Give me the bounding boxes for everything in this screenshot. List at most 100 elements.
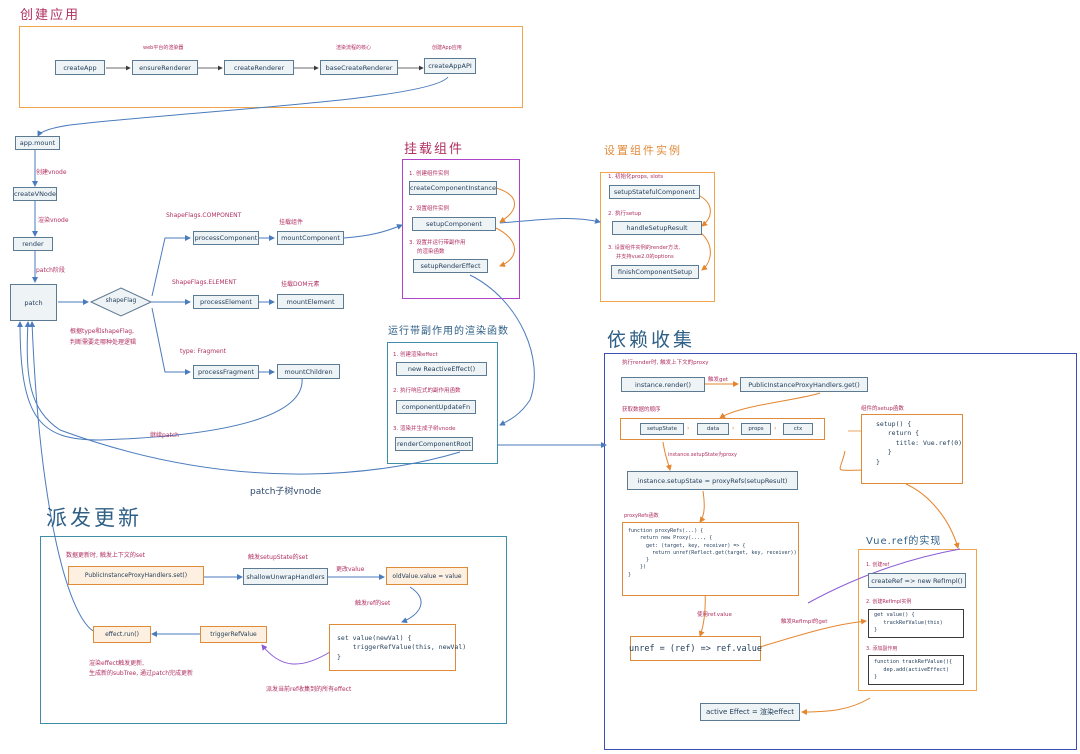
- label-subtree-patch: patch子树vnode: [250, 487, 322, 497]
- collect-deps-title: 依赖收集: [607, 329, 696, 351]
- node-app-mount: app.mount: [15, 136, 60, 150]
- ref-step-3: 3. 添加副作用: [866, 646, 898, 652]
- label-trigger-set: 触发setupState的set: [248, 554, 308, 561]
- dispatch-update-frame: [40, 536, 507, 724]
- dispatch-update-title: 派发更新: [46, 506, 142, 530]
- set-value-code: set value(newVal) { triggerRefValue(this…: [337, 634, 467, 661]
- decision-shapeflag: shapeFlag: [90, 287, 152, 317]
- label-patch-stage: patch阶段: [36, 267, 65, 274]
- node-finish-component-setup: finishComponentSetup: [611, 265, 699, 279]
- proxy-refs-code: function proxyRefs(...) { return new Pro…: [628, 528, 797, 578]
- node-component-update-fn: componentUpdateFn: [396, 400, 476, 414]
- note-web-renderer: web平台的渲染器: [143, 45, 184, 51]
- node-mount-children: mountChildren: [277, 364, 340, 379]
- setup-instance-frame: [600, 172, 715, 302]
- node-create-component-instance: createComponentInstance: [409, 181, 497, 195]
- label-trigger-get: 触发get: [708, 377, 729, 383]
- node-setup-stateful-component: setupStatefulComponent: [609, 185, 700, 199]
- node-effect-run: effect.run(): [93, 626, 151, 643]
- mount-step-1: 1. 创建组件实例: [409, 171, 449, 177]
- label-proxy-refs: proxyRefs函数: [624, 513, 659, 519]
- node-proxy-set: PublicInstanceProxyHandlers.set(): [68, 566, 204, 585]
- node-base-create-renderer: baseCreateRenderer: [320, 60, 398, 75]
- note-create-app: 创建App应用: [432, 45, 462, 51]
- branch-note-component: 挂载组件: [279, 219, 304, 226]
- branch-cond-component: ShapeFlags.COMPONENT: [166, 212, 242, 219]
- order-data: data: [697, 423, 729, 435]
- ref-track-code-box: [868, 655, 964, 685]
- effect-note-2: 生成新的subTree, 通过patch完成更新: [89, 670, 193, 677]
- node-shallow-unwrap: shallowUnwrapHandlers: [243, 568, 328, 585]
- label-trigger-refimpl-get: 触发RefImpl的get: [781, 619, 828, 625]
- node-create-vnode: createVNode: [13, 187, 57, 201]
- effect-step-1: 1. 创建渲染effect: [393, 352, 438, 358]
- mount-component-title: 挂载组件: [404, 142, 465, 157]
- note-render-core: 渲染流程的核心: [336, 45, 372, 51]
- ref-step-2: 2. 创建RefImpl实例: [866, 599, 912, 605]
- node-instance-render: instance.render(): [621, 377, 705, 392]
- setup-step-1: 1. 初始化props, slots: [608, 174, 664, 180]
- order-arrows: ›››: [687, 425, 777, 432]
- setup-fn-code-box: [861, 414, 963, 484]
- vue-ref-title: Vue.ref的实现: [866, 536, 942, 547]
- node-ensure-renderer: ensureRenderer: [132, 60, 198, 75]
- ref-get-code-box: [868, 609, 964, 638]
- order-setup-state: setupState: [640, 423, 684, 435]
- label-dispatch-bottom: 派发当前ref收集到的所有effect: [266, 686, 352, 693]
- label-update-value: 更改value: [336, 566, 365, 573]
- setup-step-2: 2. 执行setup: [608, 211, 642, 217]
- node-mount-element: mountElement: [277, 294, 344, 309]
- node-proxy-refs-line: instance.setupState = proxyRefs(setupRes…: [627, 471, 798, 490]
- branch-cond-fragment: type: Fragment: [180, 348, 226, 355]
- order-props: props: [741, 423, 771, 435]
- mount-step-3: 3. 设置并运行带副作用: [409, 240, 466, 246]
- decision-note-2: 判断需要走哪种处理逻辑: [70, 339, 137, 346]
- setup-step-3b: 并支持vue2.0的options: [616, 254, 674, 260]
- label-create-vnode: 创建vnode: [36, 169, 67, 176]
- label-read-order: 获取数据的顺序: [622, 407, 661, 413]
- node-render: render: [13, 237, 53, 251]
- dispatch-note-top: 数据更新时, 触发上下文的set: [66, 552, 145, 559]
- node-create-renderer: createRenderer: [224, 60, 294, 75]
- vue-ref-frame: [858, 549, 977, 691]
- node-active-effect: active Effect = 渲染effect: [700, 703, 800, 721]
- branch-note-element: 挂载DOM元素: [281, 281, 320, 288]
- node-unref-line: unref = (ref) => ref.value: [629, 636, 762, 661]
- node-process-component: processComponent: [193, 231, 259, 245]
- label-render-vnode: 渲染vnode: [38, 217, 69, 224]
- node-create-app: createApp: [55, 60, 105, 75]
- ref-track-code: function trackRefValue(){ dep.add(active…: [874, 659, 953, 681]
- setup-step-3: 3. 设置组件实例的render方法,: [608, 245, 681, 251]
- create-app-title: 创建应用: [20, 8, 81, 23]
- node-process-fragment: processFragment: [193, 365, 259, 379]
- set-value-code-box: [329, 624, 456, 671]
- node-patch: patch: [10, 284, 57, 321]
- node-trigger-ref-value: triggerRefValue: [200, 626, 267, 643]
- run-effect-frame: [387, 342, 498, 464]
- node-proxy-get: PublicInstanceProxyHandlers.get(): [740, 377, 868, 392]
- label-trigger-ref-set: 触发ref的set: [355, 600, 391, 607]
- decision-note-1: 根据type和shapeFlag,: [70, 328, 135, 335]
- create-app-frame: [19, 26, 523, 108]
- effect-step-2: 2. 执行响应式的副作用函数: [393, 388, 461, 394]
- node-mount-component: mountComponent: [277, 231, 344, 245]
- node-setup-component: setupComponent: [412, 217, 496, 231]
- node-old-value: oldValue.value = value: [386, 567, 468, 585]
- node-setup-render-effect: setupRenderEffect: [413, 259, 488, 273]
- decision-label: shapeFlag: [105, 297, 137, 304]
- effect-note-1: 渲染effect触发更新,: [89, 660, 145, 667]
- run-effect-title: 运行带副作用的渲染函数: [388, 326, 509, 337]
- label-setup-state-proxy: instance.setupState为proxy: [668, 452, 737, 458]
- effect-step-3: 3. 渲染并生成子树vnode: [393, 426, 456, 432]
- diamond-icon: [90, 287, 152, 317]
- node-create-app-api: createAppAPI: [424, 58, 476, 74]
- branch-cond-element: ShapeFlags.ELEMENT: [172, 279, 237, 286]
- node-process-element: processElement: [193, 295, 259, 309]
- mount-step-3b: 的渲染函数: [417, 249, 445, 255]
- ref-step-1: 1. 创建ref: [866, 562, 890, 568]
- label-setup-fn: 组件的setup函数: [861, 406, 904, 412]
- node-create-ref: createRef => new RefImpl(): [868, 573, 966, 588]
- collect-note-top: 执行render时, 触发上下文的proxy: [622, 360, 709, 366]
- node-handle-setup-result: handleSetupResult: [612, 221, 702, 235]
